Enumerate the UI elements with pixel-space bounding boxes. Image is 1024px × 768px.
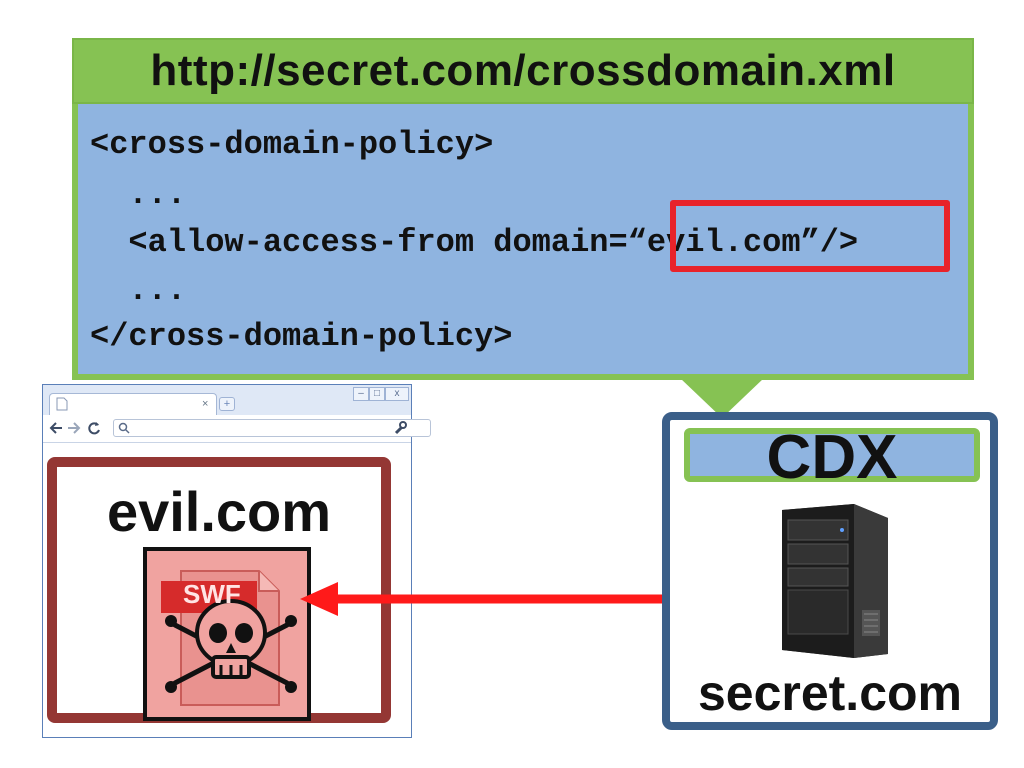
code-line-close: </cross-domain-policy> bbox=[90, 318, 513, 355]
search-icon bbox=[118, 422, 130, 434]
browser-titlebar: × + – □ x bbox=[43, 385, 411, 415]
page-icon bbox=[56, 397, 68, 411]
maximize-icon[interactable]: □ bbox=[369, 387, 385, 401]
evil-site-frame: evil.com bbox=[47, 457, 391, 723]
evil-domain-label: evil.com bbox=[106, 480, 332, 543]
browser-tab[interactable]: × bbox=[49, 393, 217, 415]
policy-code-block: <cross-domain-policy> ... <allow-access-… bbox=[72, 104, 974, 380]
tab-close-icon[interactable]: × bbox=[202, 398, 209, 410]
malicious-swf: SWF bbox=[143, 547, 311, 721]
cdx-label: CDX bbox=[766, 423, 898, 492]
cdx-header: CDX bbox=[684, 423, 980, 492]
reload-icon[interactable] bbox=[87, 421, 101, 435]
code-line-open: <cross-domain-policy> bbox=[90, 126, 494, 163]
back-arrow-icon[interactable] bbox=[49, 422, 63, 434]
code-line-ellipsis-1: ... bbox=[90, 176, 187, 213]
forward-arrow-icon[interactable] bbox=[67, 422, 81, 434]
server-panel: CDX secret.com bbox=[662, 412, 998, 730]
swf-file-icon bbox=[161, 570, 297, 706]
policy-url: http://secret.com/crossdomain.xml bbox=[150, 46, 896, 95]
address-bar[interactable] bbox=[113, 419, 431, 437]
browser-window: × + – □ x evil.com bbox=[42, 384, 431, 738]
secret-domain-label: secret.com bbox=[697, 665, 963, 721]
close-window-icon[interactable]: x bbox=[385, 387, 409, 401]
code-line-ellipsis-2: ... bbox=[90, 272, 187, 309]
swf-badge: SWF bbox=[183, 579, 241, 609]
new-tab-button[interactable]: + bbox=[219, 397, 235, 411]
callout-pointer bbox=[680, 378, 764, 418]
browser-toolbar bbox=[43, 415, 431, 443]
wrench-icon[interactable] bbox=[393, 421, 407, 435]
policy-url-header: http://secret.com/crossdomain.xml bbox=[72, 38, 974, 104]
minimize-icon[interactable]: – bbox=[353, 387, 369, 401]
server-tower-icon bbox=[782, 504, 888, 658]
evil-domain-highlight bbox=[670, 200, 950, 272]
